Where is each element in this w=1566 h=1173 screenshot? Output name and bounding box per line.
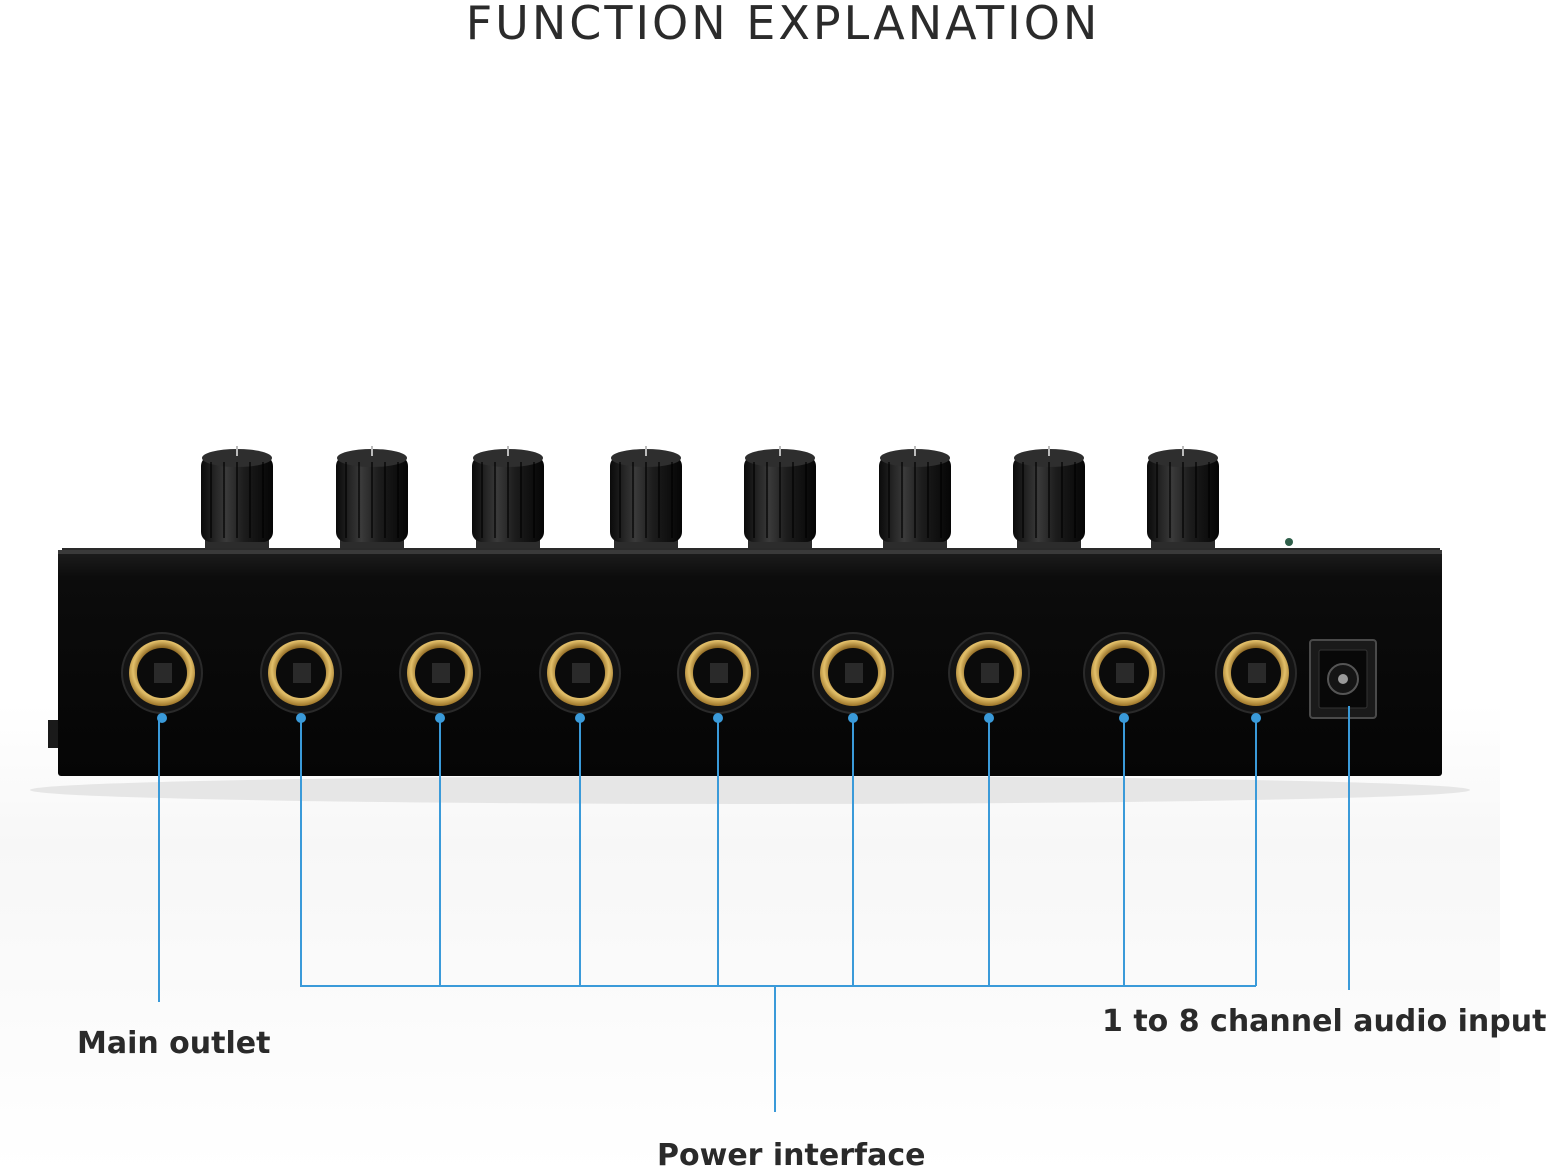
callout-channel-drops [300,718,1257,986]
callout-lines [158,706,1350,1112]
status-led-icon [1285,538,1293,546]
jack-row [121,632,1354,723]
audio-jack-icon [121,632,203,723]
rotary-knob-icon[interactable] [744,446,816,550]
page-title: FUNCTION EXPLANATION [465,0,1101,50]
device-shadow [30,776,1470,804]
label-power-interface: Power interface [657,1138,926,1173]
rotary-knob-icon[interactable] [336,446,408,550]
rotary-knob-icon[interactable] [1147,446,1219,550]
label-main-outlet: Main outlet [77,1026,271,1061]
knob-row [201,446,1219,550]
mixer-device-illustration [30,446,1470,1112]
audio-jack-icon [677,632,759,723]
rotary-knob-icon[interactable] [472,446,544,550]
dc-power-jack-icon [1309,639,1377,719]
audio-jack-icon [1215,632,1297,723]
front-panel-highlight [58,550,1442,554]
rotary-knob-icon[interactable] [879,446,951,550]
audio-jack-icon [812,632,894,723]
audio-jack-icon [399,632,481,723]
audio-jack-icon [539,632,621,723]
rotary-knob-icon[interactable] [1013,446,1085,550]
rotary-knob-icon[interactable] [610,446,682,550]
audio-jack-icon [1083,632,1165,723]
label-channel-audio-input: 1 to 8 channel audio input [1102,1004,1547,1039]
audio-jack-icon [260,632,342,723]
rotary-knob-icon[interactable] [201,446,273,550]
device-foot-left [48,720,58,748]
audio-jack-icon [948,632,1030,723]
